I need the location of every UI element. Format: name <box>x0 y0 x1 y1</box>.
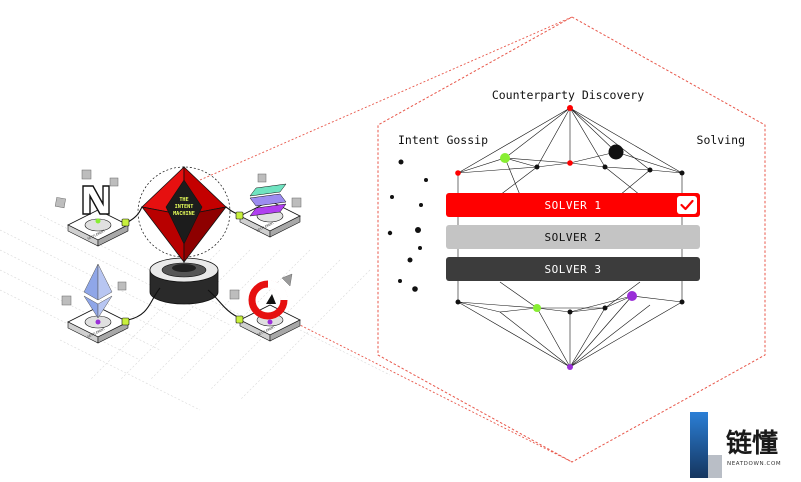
solana-logo-icon <box>249 183 287 217</box>
machine-base <box>149 257 219 305</box>
solver-2-label: SOLVER 2 <box>545 231 602 244</box>
intent-machine: THE INTENT MACHINE <box>137 166 231 305</box>
node-left-lower <box>455 299 461 305</box>
node <box>534 164 540 170</box>
node-right-upper <box>679 170 685 176</box>
node-top <box>567 105 573 111</box>
platform-ring: SETTLEMENT <box>229 273 301 342</box>
logo-mark-icon <box>690 412 722 478</box>
ring-logo-icon <box>248 273 293 320</box>
logo-chinese-text: 链懂 <box>726 428 778 459</box>
node-green <box>500 153 510 163</box>
ethereum-logo-icon <box>83 263 113 319</box>
zoom-lines <box>199 16 573 463</box>
logo-url-text: NEATDOWN.COM <box>727 461 781 467</box>
network-nodes <box>455 105 685 370</box>
intent-gossip-label: Intent Gossip <box>398 133 488 147</box>
solver-2-bar[interactable]: SOLVER 2 <box>446 225 700 249</box>
node-bottom <box>567 364 573 370</box>
zoom-hexagon <box>377 16 766 463</box>
node <box>647 167 653 173</box>
node-right-lower <box>679 299 685 305</box>
node <box>602 164 608 170</box>
node-left-upper <box>455 170 461 176</box>
node <box>567 309 573 315</box>
gossip-particles <box>387 159 428 292</box>
node <box>602 305 608 311</box>
counterparty-discovery-label: Counterparty Discovery <box>492 88 644 102</box>
solving-label: Solving <box>697 133 745 147</box>
solver-3-bar[interactable]: SOLVER 3 <box>446 257 700 281</box>
platform-solana: SETTLEMENT <box>239 173 302 238</box>
solver-list: SOLVER 1 SOLVER 2 SOLVER 3 <box>446 193 700 281</box>
machine-orbit <box>137 166 231 258</box>
node <box>533 304 541 312</box>
machine-label-line3: MACHINE <box>173 211 195 217</box>
octahedron: THE INTENT MACHINE <box>141 166 227 264</box>
node-purple <box>627 291 637 301</box>
machine-label-line1: THE <box>179 197 188 203</box>
platform-ethereum: SETTLEMENT <box>61 263 129 344</box>
neatdown-logo: 链懂 NEATDOWN.COM <box>690 412 781 478</box>
solver-3-label: SOLVER 3 <box>545 263 602 276</box>
solver-1-bar[interactable]: SOLVER 1 <box>446 193 700 217</box>
near-logo-icon <box>82 185 110 215</box>
check-icon <box>677 196 697 214</box>
platform-near: SETTLEMENT <box>54 169 129 247</box>
solver-1-label: SOLVER 1 <box>545 199 602 212</box>
node <box>567 160 573 166</box>
machine-label-line2: INTENT <box>175 204 194 210</box>
node-large-black <box>608 144 624 160</box>
connector-nodes <box>121 211 244 326</box>
